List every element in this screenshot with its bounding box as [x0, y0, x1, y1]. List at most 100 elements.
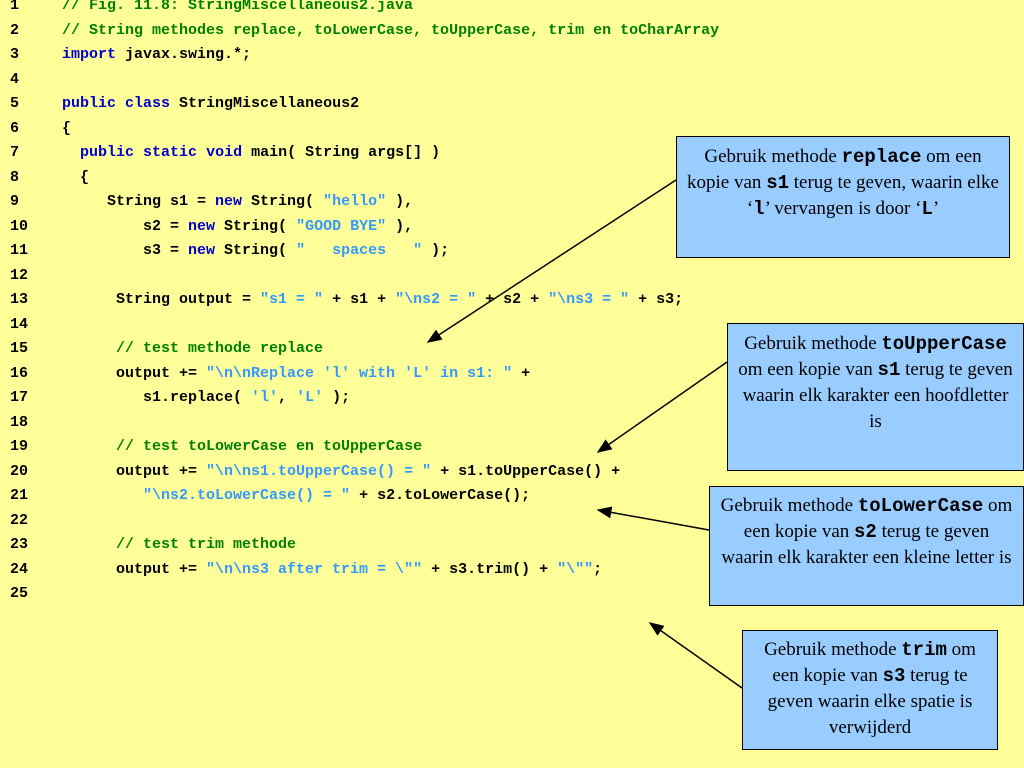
code-token: );	[422, 242, 450, 259]
code-token: javax.swing.*;	[116, 46, 252, 63]
code-token: s3 =	[62, 242, 189, 259]
line-number: 21	[10, 487, 29, 504]
comment-token: // Fig. 11.8: StringMiscellaneous2.java	[62, 0, 414, 14]
line-number: 4	[10, 70, 20, 88]
code-token: String output =	[62, 291, 261, 308]
code-text: String output = "s1 = " + s1 + "\ns2 = "…	[62, 288, 683, 312]
code-text: s3 = new String( " spaces " );	[62, 239, 449, 263]
string-token: 'L'	[296, 389, 324, 406]
line-number: 17	[10, 389, 29, 406]
callout-toLowerCase: Gebruik methode toLowerCase om een kopie…	[709, 486, 1024, 606]
keyword-token: new	[215, 193, 243, 210]
string-token: "\ns2 = "	[395, 291, 477, 308]
code-token: String(	[215, 242, 297, 259]
code-token: main( String args[] )	[242, 144, 441, 161]
line-number: 1	[10, 0, 20, 14]
line-number: 2	[10, 21, 20, 39]
string-token: "\""	[557, 560, 594, 578]
keyword-token: void	[206, 144, 243, 161]
comment-token: // test trim methode	[116, 536, 297, 553]
code-token: +	[512, 364, 531, 382]
arrow-replace	[426, 179, 677, 343]
code-token: + s1 +	[323, 291, 396, 308]
line-number: 22	[10, 511, 29, 529]
line-number: 8	[10, 168, 20, 186]
code-token: String(	[242, 193, 324, 210]
code-text: public class StringMiscellaneous2	[62, 92, 359, 116]
keyword-token: class	[125, 95, 171, 112]
code-token: ,	[278, 389, 297, 406]
arrow-upper	[596, 361, 728, 453]
keyword-token: new	[188, 242, 216, 259]
comment-token: // test methode replace	[116, 340, 324, 357]
code-token: + s3.trim() +	[422, 560, 558, 578]
line-number: 20	[10, 462, 29, 480]
code-token: output +=	[62, 462, 207, 480]
callout-replace: Gebruik methode replace om een kopie van…	[676, 136, 1010, 258]
code-text: // String methodes replace, toLowerCase,…	[62, 19, 719, 43]
string-token: " spaces "	[296, 242, 423, 259]
string-token: "\n\ns1.toUpperCase() = "	[206, 462, 432, 480]
code-token: s1.replace(	[62, 389, 252, 406]
code-text: // test methode replace	[62, 337, 323, 361]
string-token: "GOOD BYE"	[296, 217, 387, 235]
code-token: String s1 =	[62, 193, 216, 210]
comment-token: // String methodes replace, toLowerCase,…	[62, 21, 720, 39]
code-token: ;	[593, 560, 603, 578]
keyword-token: static	[143, 144, 198, 161]
code-token: ),	[386, 217, 414, 235]
line-number: 14	[10, 315, 29, 333]
arrow-trim	[648, 622, 743, 689]
keyword-token: public	[80, 144, 135, 161]
line-number: 7	[10, 144, 20, 161]
string-token: "\n\nReplace 'l' with 'L' in s1: "	[206, 364, 513, 382]
arrow-lower	[596, 506, 710, 531]
code-text: // test trim methode	[62, 533, 296, 557]
callout-trim: Gebruik methode trim om een kopie van s3…	[742, 630, 998, 750]
code-text: {	[62, 166, 89, 190]
keyword-token: new	[188, 217, 216, 235]
keyword-token: import	[62, 46, 117, 63]
line-number: 18	[10, 413, 29, 431]
code-token: s2 =	[62, 217, 189, 235]
string-token: "\ns3 = "	[548, 291, 630, 308]
code-text: // Fig. 11.8: StringMiscellaneous2.java	[62, 0, 413, 18]
code-token: ),	[386, 193, 414, 210]
string-token: "\ns2.toLowerCase() = "	[143, 487, 351, 504]
code-token: + s2.toLowerCase();	[350, 487, 531, 504]
comment-token: // test toLowerCase en toUpperCase	[116, 438, 423, 455]
code-token: + s3;	[629, 291, 684, 308]
line-number: 25	[10, 585, 29, 602]
code-token: + s2 +	[476, 291, 549, 308]
string-token: "\n\ns3 after trim = \""	[206, 560, 423, 578]
code-token: {	[62, 119, 72, 137]
code-text: s1.replace( 'l', 'L' );	[62, 386, 350, 410]
line-number: 16	[10, 364, 29, 382]
code-text: // test toLowerCase en toUpperCase	[62, 435, 422, 459]
string-token: "s1 = "	[260, 291, 324, 308]
string-token: "hello"	[323, 193, 387, 210]
keyword-token: public	[62, 95, 117, 112]
line-number: 9	[10, 193, 20, 210]
line-number: 6	[10, 119, 20, 137]
line-number: 13	[10, 291, 29, 308]
code-text: output += "\n\nReplace 'l' with 'L' in s…	[62, 362, 530, 386]
code-text: "\ns2.toLowerCase() = " + s2.toLowerCase…	[62, 484, 530, 508]
line-number: 5	[10, 95, 20, 112]
code-text: {	[62, 117, 71, 141]
code-text: output += "\n\ns1.toUpperCase() = " + s1…	[62, 460, 620, 484]
code-token: output +=	[62, 364, 207, 382]
code-text: public static void main( String args[] )	[62, 141, 440, 165]
code-text: import javax.swing.*;	[62, 43, 251, 67]
line-number: 23	[10, 536, 29, 553]
code-text: String s1 = new String( "hello" ),	[62, 190, 413, 214]
line-number: 24	[10, 560, 29, 578]
code-token: + s1.toUpperCase() +	[431, 462, 621, 480]
code-token: String(	[215, 217, 297, 235]
string-token: 'l'	[251, 389, 279, 406]
code-token: {	[62, 168, 90, 186]
line-number: 3	[10, 46, 20, 63]
code-token: StringMiscellaneous2	[170, 95, 360, 112]
line-number: 12	[10, 266, 29, 284]
